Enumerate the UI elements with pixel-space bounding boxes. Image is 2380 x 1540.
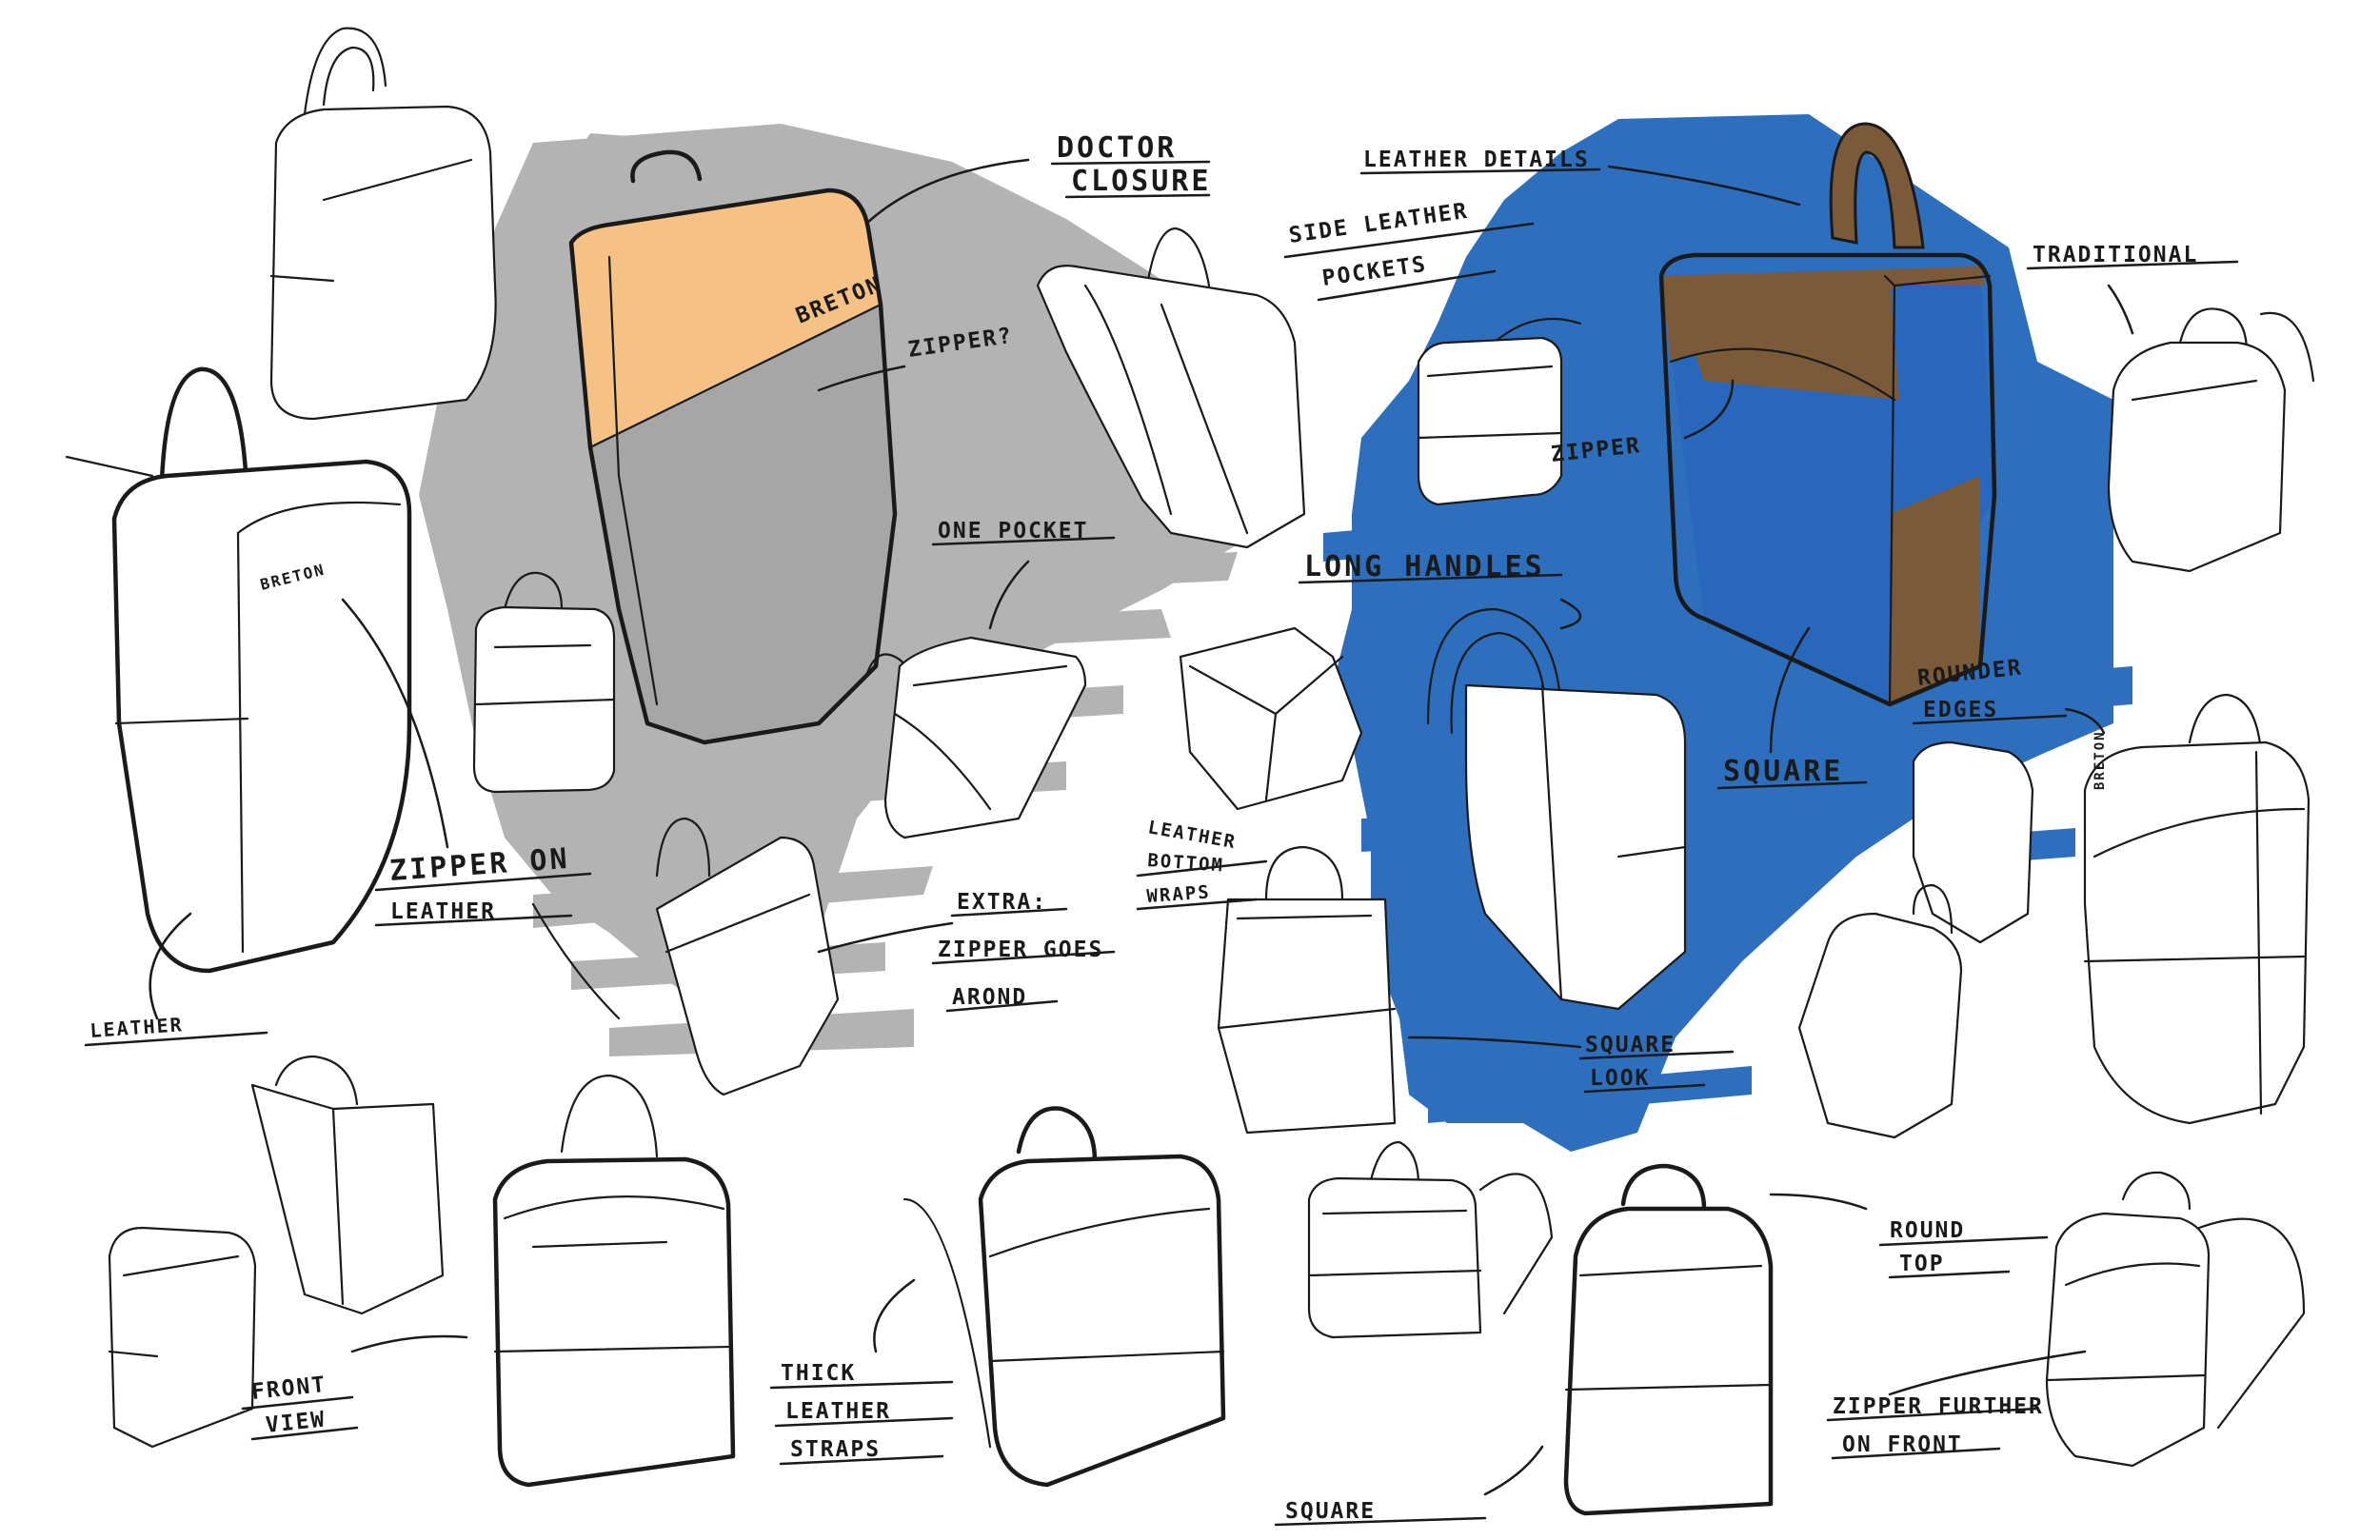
- backpack-left-large: BRETON: [65, 366, 412, 974]
- backpack-bottom-open: [250, 1055, 445, 1315]
- svg-text:ZIPPER FURTHER: ZIPPER FURTHER: [1833, 1394, 2044, 1419]
- backpack-doctor-closure-orange: BRETON: [568, 149, 898, 745]
- backpack-blue-square: [1658, 122, 1997, 707]
- svg-text:LEATHER: LEATHER: [89, 1013, 185, 1042]
- annotation-square: SQUARE: [1716, 626, 1868, 790]
- backpack-square-look: [1217, 845, 1397, 1135]
- backpack-one-pocket: [864, 636, 1087, 839]
- svg-text:LEATHER: LEATHER: [1146, 817, 1238, 853]
- annotation-zipper-further: ZIPPER FURTHER ON FRONT: [1826, 1350, 2087, 1460]
- backpack-zipper-goes-around: [531, 817, 840, 1096]
- svg-text:SQUARE: SQUARE: [1285, 1499, 1376, 1524]
- svg-text:DOCTOR: DOCTOR: [1057, 131, 1177, 165]
- svg-text:EDGES: EDGES: [1923, 698, 1998, 722]
- svg-text:THICK: THICK: [781, 1361, 856, 1386]
- annotation-front-view: FRONT VIEW: [241, 1334, 468, 1441]
- svg-text:LOOK: LOOK: [1590, 1066, 1650, 1091]
- backpack-right-large: BRETON: [2083, 693, 2311, 1125]
- annotation-extra-zipper: EXTRA: ZIPPER GOES AROND: [817, 890, 1116, 1013]
- annotation-leather-details: LEATHER DETAILS: [1359, 148, 1801, 207]
- svg-text:SQUARE: SQUARE: [1723, 755, 1843, 788]
- backpack-side-leather-pockets: [1417, 317, 1582, 506]
- annotation-long-handles: LONG HANDLES: [1298, 550, 1582, 630]
- svg-text:ROUND: ROUND: [1890, 1218, 1965, 1243]
- annotation-leather-bottom-wraps: LEATHER BOTTOM WRAPS: [1136, 817, 1268, 911]
- backpack-side-view-center: [1036, 227, 1306, 549]
- backpack-traditional-top-left: [269, 27, 497, 421]
- backpack-long-handles: [1426, 607, 1687, 1011]
- backpack-round-top: [1563, 1163, 1774, 1516]
- annotation-doctor-closure: DOCTOR CLOSURE: [864, 131, 1211, 226]
- backpack-small-gray: [472, 571, 616, 794]
- backpack-bottom-small: [108, 1226, 257, 1449]
- backpack-bottom-mid: [1307, 1140, 1554, 1339]
- svg-text:SQUARE: SQUARE: [1585, 1033, 1676, 1057]
- backpack-rounder-edges: [1797, 740, 2034, 1139]
- svg-text:TOP: TOP: [1899, 1252, 1945, 1276]
- backpack-thick-straps: [902, 1106, 1226, 1488]
- svg-text:CLOSURE: CLOSURE: [1071, 165, 1211, 198]
- annotation-square-look: SQUARE LOOK: [1407, 1033, 1735, 1094]
- annotation-traditional: TRADITIONAL: [2026, 243, 2239, 335]
- svg-text:SIDE LEATHER: SIDE LEATHER: [1287, 199, 1470, 248]
- backpack-front-view: [492, 1074, 736, 1488]
- backpack-open-top: [1179, 626, 1363, 811]
- svg-text:LEATHER DETAILS: LEATHER DETAILS: [1363, 148, 1590, 172]
- annotation-one-pocket: ONE POCKET: [931, 519, 1116, 630]
- blue-marker-wash: [1323, 114, 2132, 1152]
- annotation-round-top: ROUND TOP: [1769, 1193, 2049, 1279]
- backpack-zipper-further: [2045, 1171, 2306, 1468]
- svg-text:STRAPS: STRAPS: [790, 1437, 881, 1462]
- svg-text:LEATHER: LEATHER: [785, 1399, 891, 1424]
- annotation-thick-leather-straps: THICK LEATHER STRAPS: [769, 1278, 954, 1466]
- annotation-square-bottom: SQUARE: [1274, 1445, 1544, 1527]
- backpack-traditional-right: [2107, 307, 2315, 573]
- brand-text-right: BRETON: [2092, 730, 2108, 790]
